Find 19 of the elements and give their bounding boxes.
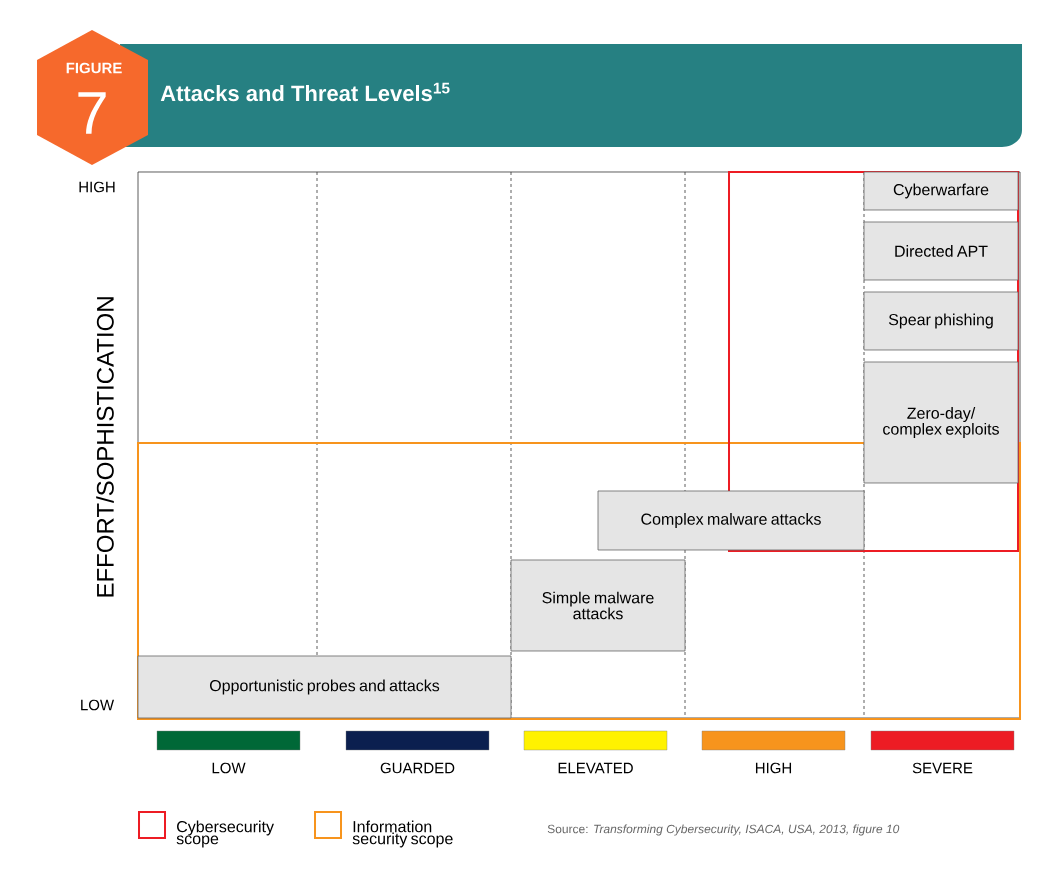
attack-box: Directed APT — [863, 221, 1019, 281]
legend-label: Cybersecurity scope — [176, 820, 274, 848]
figure-badge: FIGURE 7 — [37, 30, 148, 165]
threat-level-label: ELEVATED — [558, 762, 633, 774]
threat-level-label: SEVERE — [912, 762, 973, 774]
attack-box: Simple malware attacks — [510, 559, 686, 652]
threat-level-label: GUARDED — [380, 762, 455, 774]
threat-level-label: LOW — [212, 762, 246, 774]
source-note: Source: Transforming Cybersecurity, ISACA, USA, 2013, figure 10 — [547, 824, 900, 836]
attack-box: Opportunistic probes and attacks — [137, 655, 512, 719]
axis-label: LOW — [81, 699, 115, 711]
attack-box: Spear phishing — [863, 291, 1019, 351]
axis-title: EFFORT/SOPHISTICATION — [96, 297, 114, 597]
attack-box: Zero-day/ complex exploits — [863, 361, 1019, 484]
threat-level-label: HIGH — [756, 762, 792, 774]
attack-box: Complex malware attacks — [597, 490, 865, 551]
axis-label: HIGH — [79, 181, 115, 193]
attack-box: Cyberwarfare — [863, 171, 1019, 211]
legend-label: Information security scope — [352, 820, 453, 848]
